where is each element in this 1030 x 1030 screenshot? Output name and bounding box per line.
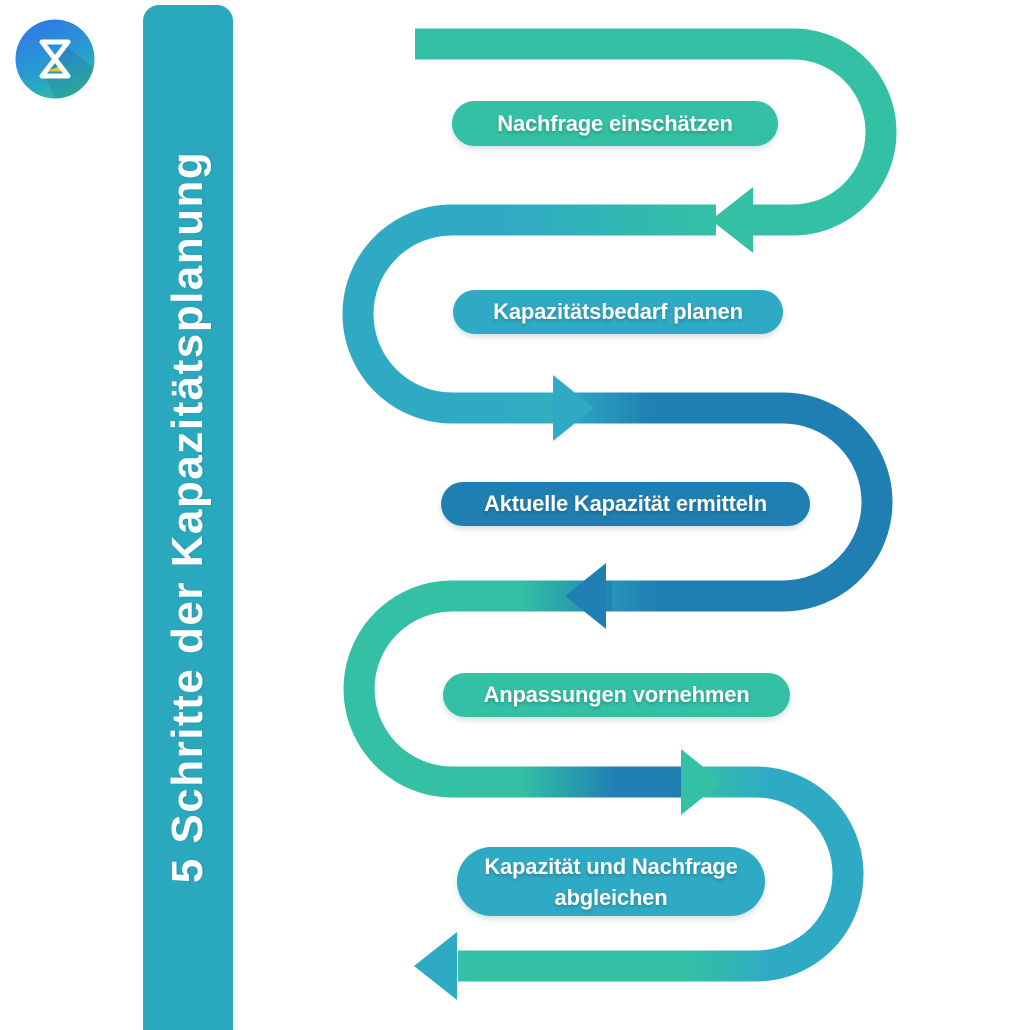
flow-arrow-2-head-right-icon [553,375,594,441]
flow-arrow-1-head-left-icon [711,187,753,253]
flow-arrow-3-head-left-icon [565,563,606,629]
step-label-4: Anpassungen vornehmen [483,682,750,707]
brand-logo [15,19,95,99]
flow-arrow-4-body [343,580,682,798]
step-pill-2: Kapazitätsbedarf planen [453,290,783,334]
title-banner [143,5,233,1030]
step-label-5: Kapazität und Nachfrage abgleichen [484,853,738,910]
flow-arrow-5-head-left-icon [414,932,457,1000]
step-pill-4: Anpassungen vornehmen [443,673,790,717]
step-pill-1: Nachfrage einschätzen [452,101,778,146]
step-pill-5: Kapazität und Nachfrage abgleichen [457,847,765,916]
step-label-3: Aktuelle Kapazität ermitteln [484,491,767,516]
hourglass-icon [39,39,71,79]
step-label-1: Nachfrage einschätzen [497,110,733,136]
flow-arrow-5-body [458,766,864,982]
flow-arrow-2-body [342,204,716,424]
flow-arrow-3-body [560,392,893,612]
flow-arrow-1-body [415,28,897,236]
page-title: 5 Schritte der Kapazitätsplanung [163,150,212,884]
step-label-2: Kapazitätsbedarf planen [493,299,743,324]
step-pill-3: Aktuelle Kapazität ermitteln [441,482,810,526]
flow-arrow-4-head-right-icon [681,749,722,815]
